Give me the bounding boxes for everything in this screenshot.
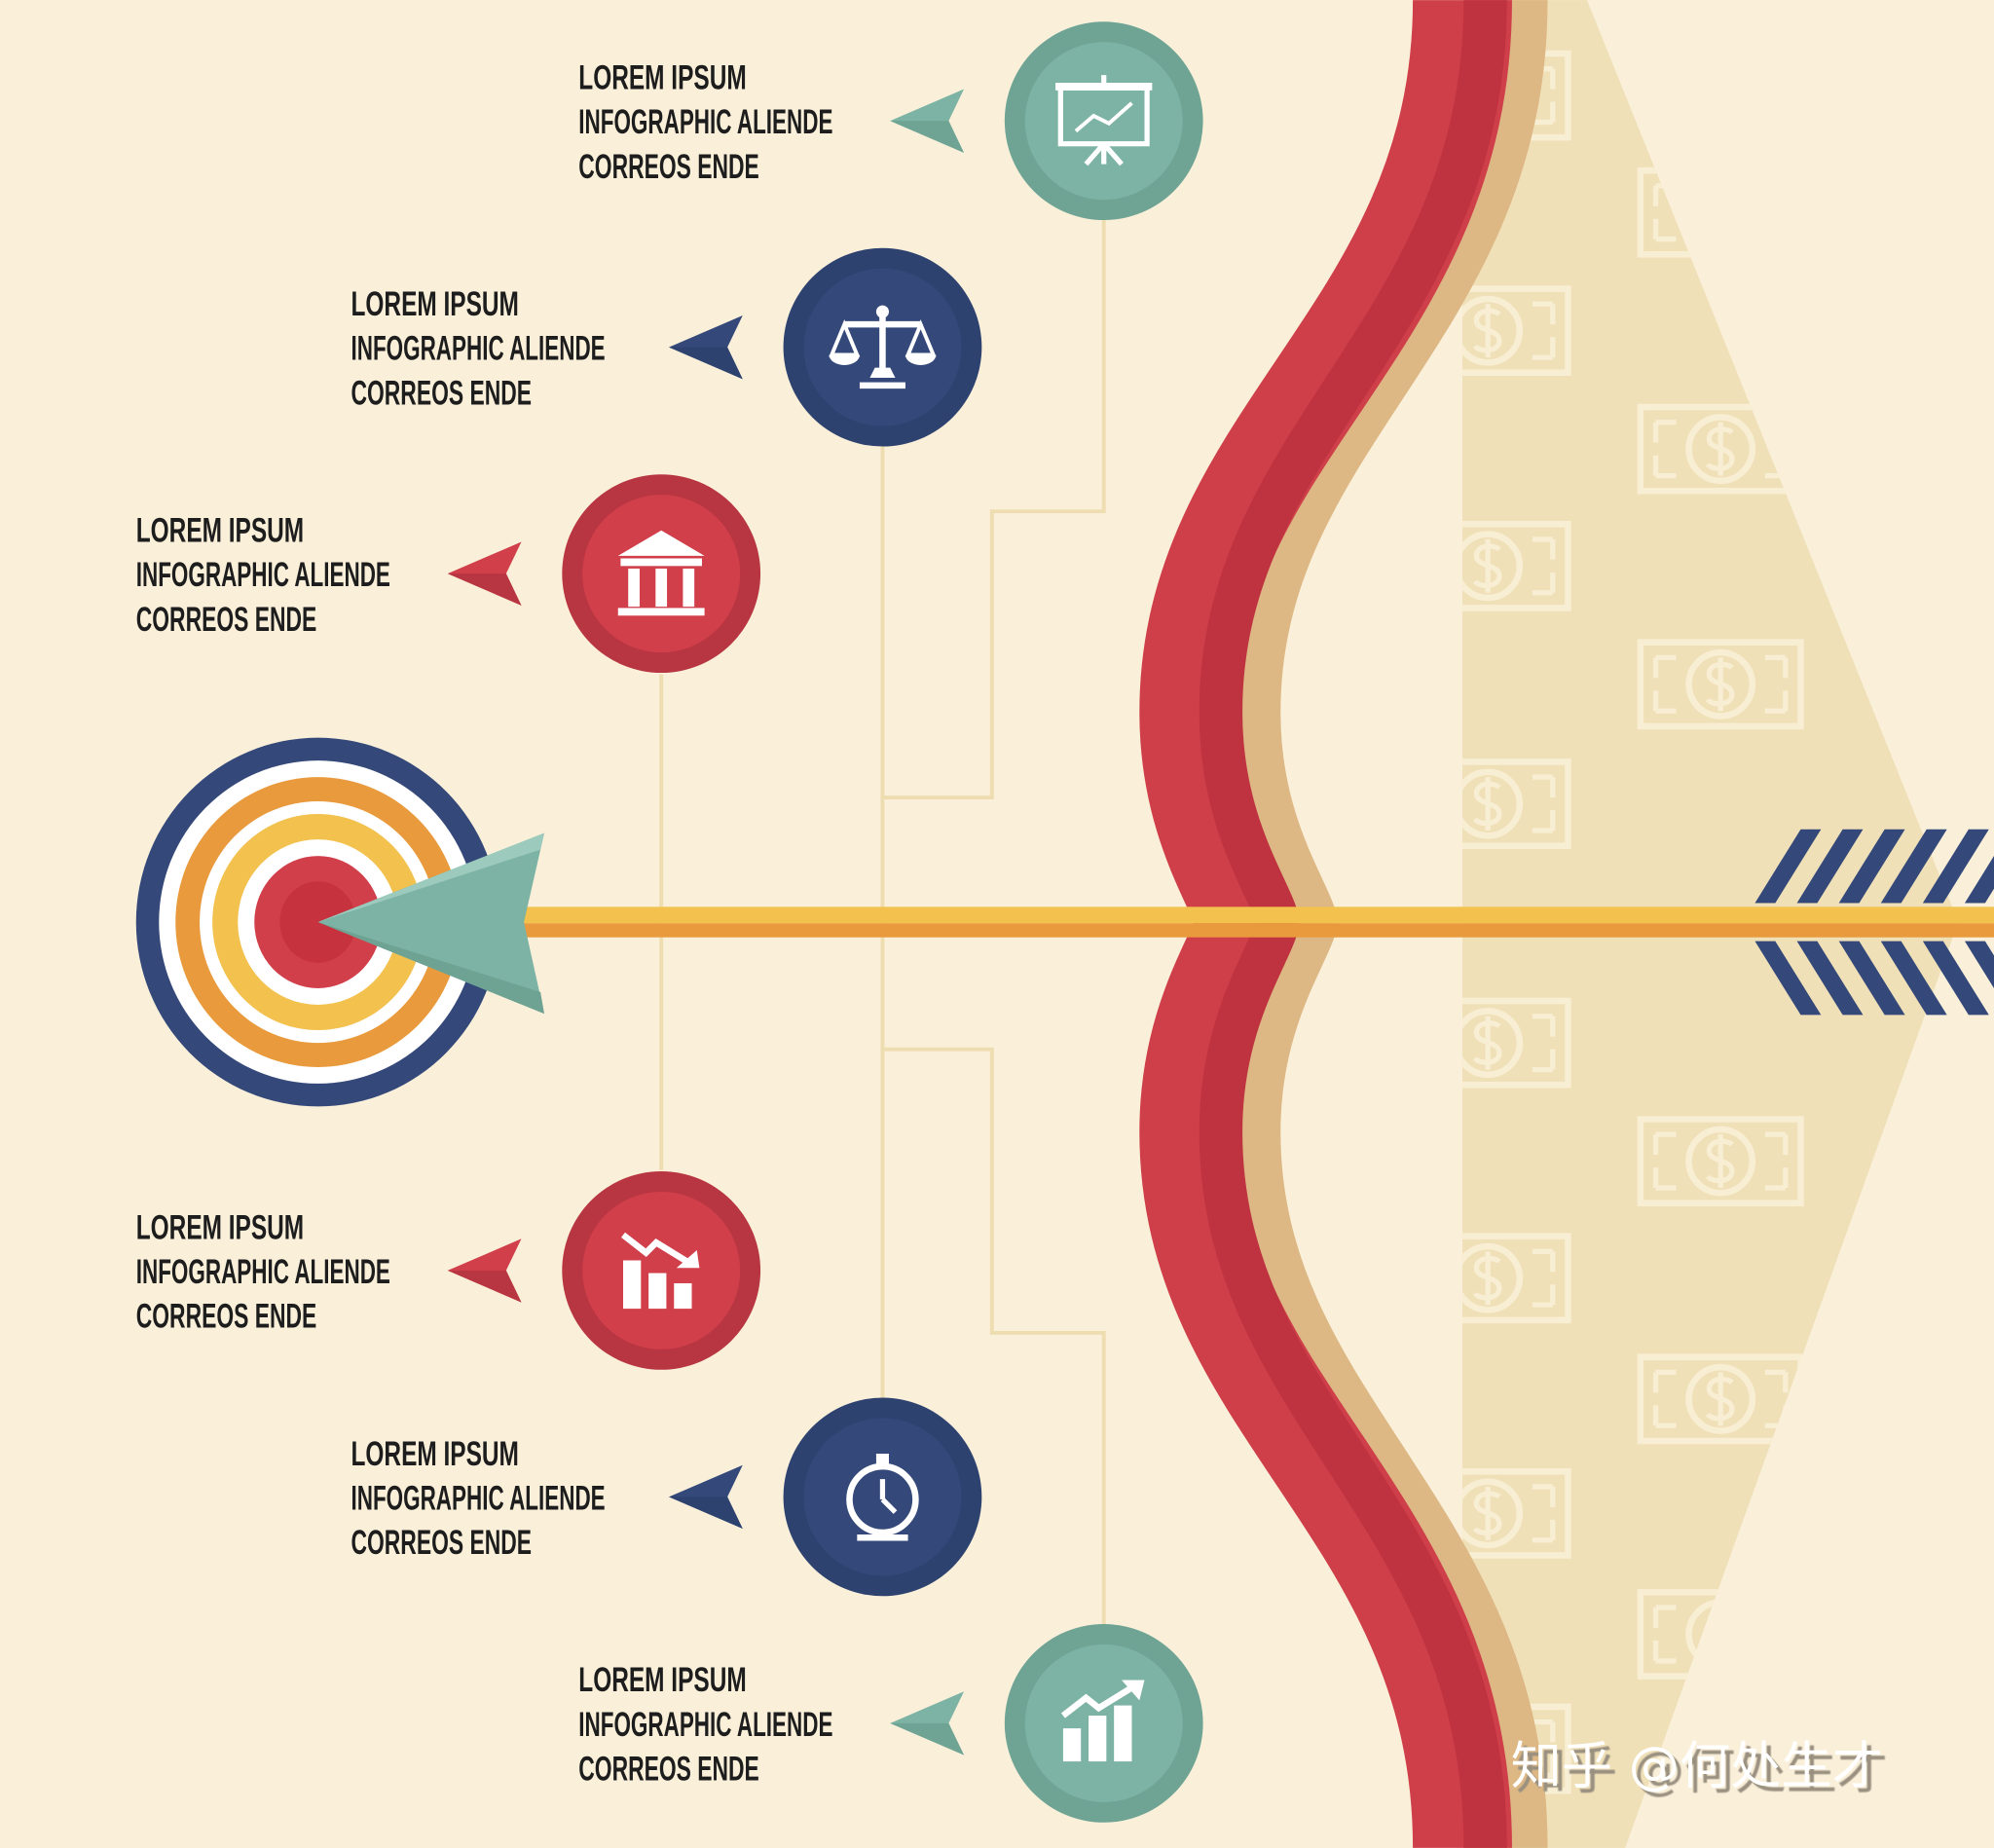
fletching-stripe	[1964, 941, 1994, 989]
item-text-line2: INFOGRAPHIC ALIENDE	[351, 1479, 605, 1517]
fletching-stripe	[1880, 941, 1947, 1016]
item-text-line1: LOREM IPSUM	[578, 1662, 746, 1699]
fletching-stripe	[1796, 941, 1864, 1016]
item-text-line1: LOREM IPSUM	[351, 1436, 518, 1473]
info-item: LOREM IPSUM INFOGRAPHIC ALIENDE CORREOS EN…	[136, 1171, 761, 1370]
fletching-stripe	[1838, 829, 1905, 904]
item-text-line3: CORREOS ENDE	[578, 148, 759, 186]
pointer-shade	[669, 347, 743, 380]
growth-chart-icon	[1060, 1680, 1145, 1762]
arrowhead	[317, 832, 545, 1015]
fletching-stripe	[1922, 941, 1989, 1016]
item-text-line3: CORREOS ENDE	[136, 601, 317, 639]
fletching-stripe	[1796, 829, 1864, 904]
info-item: LOREM IPSUM INFOGRAPHIC ALIENDE CORREOS EN…	[578, 1624, 1203, 1823]
arrow-fletching	[1754, 829, 1994, 1016]
item-circle-inner	[582, 1191, 741, 1349]
item-text-line2: INFOGRAPHIC ALIENDE	[578, 103, 832, 141]
bank-icon	[617, 530, 705, 616]
fletching-stripe	[1880, 829, 1947, 904]
fletching-stripe	[1964, 856, 1994, 904]
presentation-chart-icon	[1055, 75, 1153, 166]
info-item: LOREM IPSUM INFOGRAPHIC ALIENDE CORREOS EN…	[136, 474, 761, 674]
watermark: 知乎 @何处生才	[1511, 1737, 1883, 1795]
watermark-text: 知乎 @何处生才	[1511, 1737, 1883, 1795]
info-item: LOREM IPSUM INFOGRAPHIC ALIENDE CORREOS EN…	[351, 247, 982, 447]
pointer-shade	[890, 121, 965, 153]
item-text-line1: LOREM IPSUM	[136, 1209, 304, 1246]
pointer-shade	[890, 1722, 965, 1756]
scales-icon	[829, 305, 937, 389]
item-text-line2: INFOGRAPHIC ALIENDE	[351, 330, 605, 368]
item-text-line2: INFOGRAPHIC ALIENDE	[578, 1706, 832, 1744]
declining-chart-icon	[620, 1232, 700, 1310]
item-text-line3: CORREOS ENDE	[136, 1298, 317, 1336]
item-text-line2: INFOGRAPHIC ALIENDE	[136, 1253, 390, 1291]
item-text-line3: CORREOS ENDE	[351, 375, 532, 413]
stopwatch-icon	[846, 1454, 919, 1541]
fletching-stripe	[1838, 941, 1905, 1016]
fletching-stripe	[1754, 941, 1822, 1016]
item-text-line3: CORREOS ENDE	[351, 1524, 532, 1562]
item-text-line1: LOREM IPSUM	[351, 286, 518, 323]
item-text-line1: LOREM IPSUM	[578, 59, 746, 96]
info-item: LOREM IPSUM INFOGRAPHIC ALIENDE CORREOS EN…	[578, 21, 1203, 221]
arrow-shaft	[514, 906, 1994, 924]
fletching-stripe	[1922, 829, 1989, 904]
item-text-line1: LOREM IPSUM	[136, 512, 304, 549]
item-text-line2: INFOGRAPHIC ALIENDE	[136, 556, 390, 594]
fletching-stripe	[1754, 829, 1822, 904]
item-text-line3: CORREOS ENDE	[578, 1751, 759, 1789]
